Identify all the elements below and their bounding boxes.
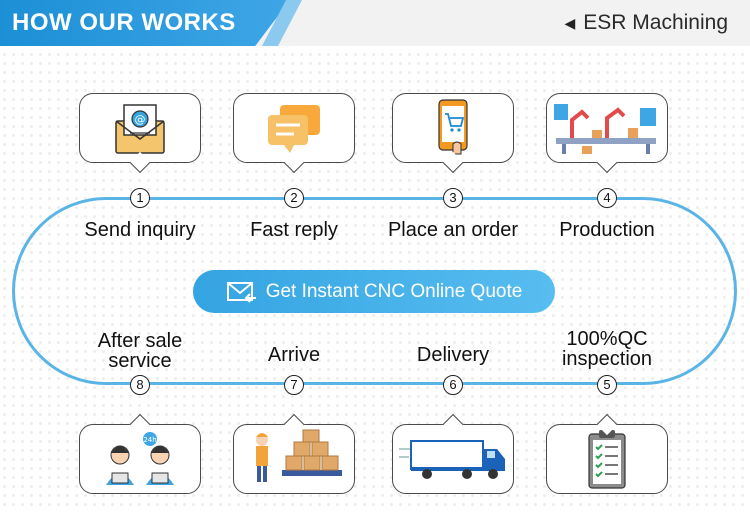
back-arrow-icon: ◀ [564,14,576,31]
step-1-label: Send inquiry [84,219,196,241]
clipboard-checklist-icon [588,430,626,489]
step-8-card: 24h [79,424,201,494]
step-2-label: Fast reply [250,219,338,241]
step-6-card [392,424,514,494]
step-7-label: Arrive [267,344,321,366]
step-6-number: 6 [443,375,463,395]
step-3-number: 3 [443,188,463,208]
svg-text:@: @ [135,113,146,126]
mail-reply-icon [226,281,256,303]
svg-text:24h: 24h [143,436,156,444]
step-8-label-line2: service [108,350,172,372]
step-5-label-line2: inspection [561,348,653,370]
step-8-label-line1: After sale [97,330,183,352]
step-8-number: 8 [130,375,150,395]
phone-cart-icon [438,99,468,155]
step-6-label: Delivery [416,344,490,366]
step-5-label-line1: 100%QC [566,328,648,350]
chat-bubbles-icon [268,105,320,153]
worker-boxes-icon [256,429,342,482]
envelope-at-icon: @ [115,104,165,154]
step-7-number: 7 [284,375,304,395]
step-5-label: 100%QC inspection [532,329,682,369]
step-3-card [392,93,514,163]
step-7-card [233,424,355,494]
factory-line-icon [554,104,656,154]
delivery-truck-icon [399,440,505,479]
step-4-number: 4 [597,188,617,208]
support-agents-icon: 24h [106,432,174,485]
step-1-card: @ [79,93,201,163]
step-2-number: 2 [284,188,304,208]
header-bar: HOW OUR WORKS ◀ ESR Machining [0,0,750,46]
process-loop [12,197,737,385]
step-2-card [233,93,355,163]
step-1-number: 1 [130,188,150,208]
step-5-number: 5 [597,375,617,395]
header-banner [0,0,290,46]
step-8-label: After sale service [65,331,215,371]
step-5-card [546,424,668,494]
page-title: HOW OUR WORKS [12,9,236,36]
brand[interactable]: ◀ ESR Machining [564,11,728,35]
step-4-label: Production [559,219,655,241]
step-4-card [546,93,668,163]
instant-quote-label: Get Instant CNC Online Quote [265,280,523,302]
instant-quote-button[interactable]: Get Instant CNC Online Quote [193,270,555,313]
brand-name: ESR Machining [583,11,728,34]
step-3-label: Place an order [387,219,519,241]
